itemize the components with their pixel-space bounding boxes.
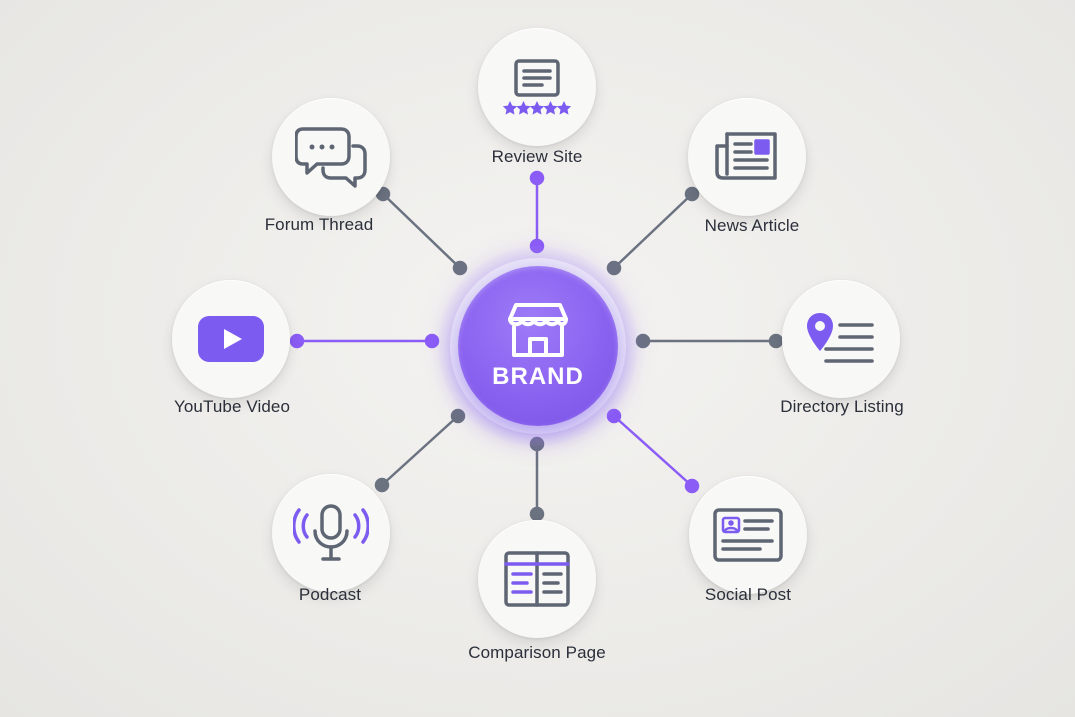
connector-podcast xyxy=(374,408,466,493)
newspaper-icon xyxy=(715,132,777,180)
label-news-article: News Article xyxy=(704,216,800,235)
connector-review-site xyxy=(529,170,545,254)
connector-youtube-video xyxy=(289,333,440,349)
label-directory-listing: Directory Listing xyxy=(780,397,904,416)
hub-label: BRAND xyxy=(492,363,584,390)
node-review-site[interactable] xyxy=(478,28,596,146)
review-stars-icon xyxy=(502,59,572,115)
brand-hub[interactable]: BRAND xyxy=(458,266,618,426)
label-forum-thread: Forum Thread xyxy=(264,215,374,234)
label-youtube-video: YouTube Video xyxy=(173,397,291,416)
label-podcast: Podcast xyxy=(298,585,362,604)
microphone-icon xyxy=(293,504,369,561)
node-comparison-page[interactable] xyxy=(478,520,596,638)
connector-directory-listing xyxy=(635,333,784,349)
play-button-icon xyxy=(198,316,264,362)
map-pin-list-icon xyxy=(807,313,874,363)
comparison-table-icon xyxy=(504,551,570,607)
label-comparison-page: Comparison Page xyxy=(468,643,606,662)
connector-social-post xyxy=(606,408,700,494)
label-social-post: Social Post xyxy=(704,585,792,604)
node-directory-listing[interactable] xyxy=(782,280,900,398)
profile-card-icon xyxy=(713,508,783,562)
storefront-icon xyxy=(508,303,568,357)
connector-news-article xyxy=(606,186,700,276)
node-social-post[interactable] xyxy=(689,476,807,594)
node-forum-thread[interactable] xyxy=(272,98,390,216)
label-review-site: Review Site xyxy=(491,147,583,166)
connector-forum-thread xyxy=(375,186,468,276)
chat-bubbles-icon xyxy=(295,127,367,188)
node-news-article[interactable] xyxy=(688,98,806,216)
node-youtube-video[interactable] xyxy=(172,280,290,398)
connector-comparison-page xyxy=(529,436,545,522)
node-podcast[interactable] xyxy=(272,474,390,592)
